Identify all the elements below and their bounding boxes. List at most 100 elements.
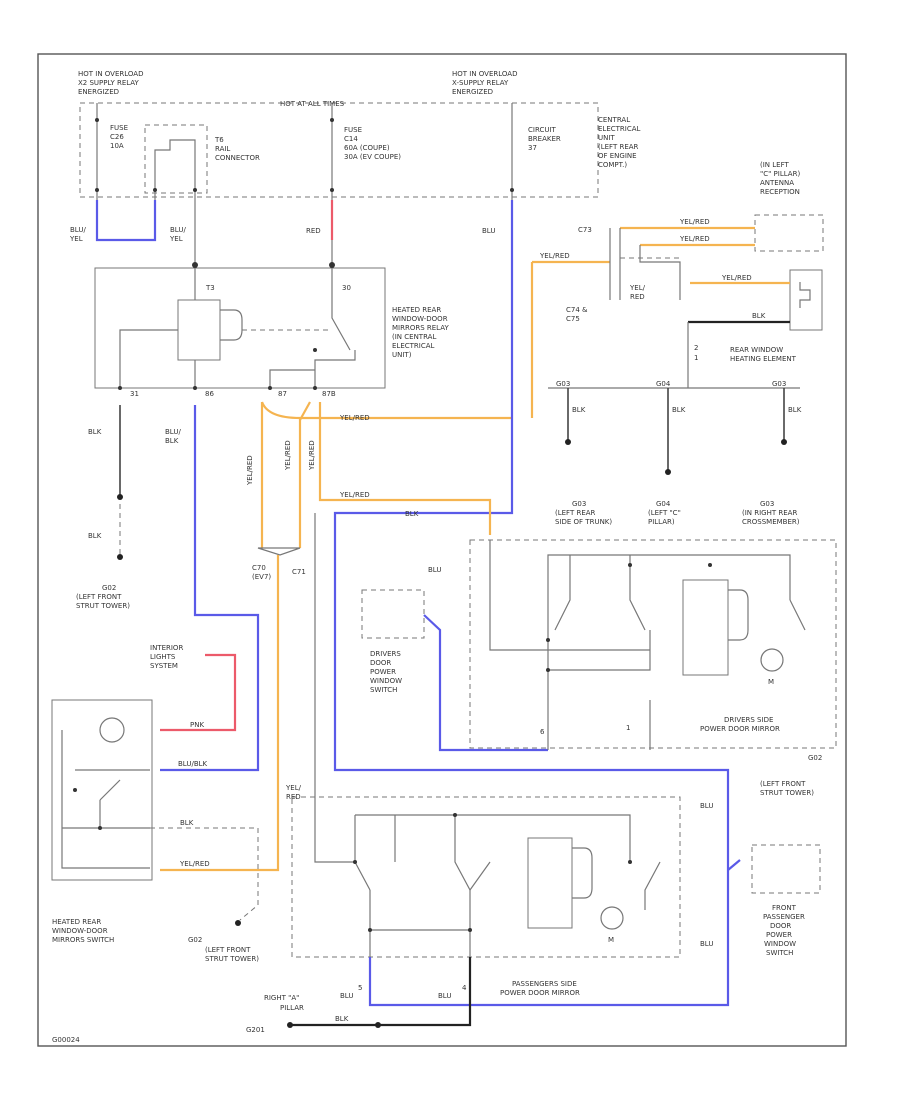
svg-text:ELECTRICAL: ELECTRICAL (598, 125, 641, 133)
svg-text:G03: G03 (572, 500, 586, 508)
svg-text:WINDOW: WINDOW (764, 940, 796, 948)
wire-blu-right: BLU BLU (700, 802, 713, 948)
svg-text:G02: G02 (188, 936, 202, 944)
wire-blk-vertical-labels: BLK BLK BLK (572, 406, 802, 414)
svg-text:CROSSMEMBER): CROSSMEMBER) (742, 518, 800, 526)
svg-text:BLU: BLU (700, 940, 713, 948)
svg-text:BLU/: BLU/ (165, 428, 181, 436)
svg-text:FRONT: FRONT (772, 904, 797, 912)
svg-text:YEL/: YEL/ (285, 784, 302, 792)
svg-text:BLK: BLK (788, 406, 802, 414)
motor-m-1: M (768, 678, 774, 686)
g201-label: G201 (246, 1026, 265, 1034)
svg-text:POWER: POWER (766, 931, 792, 939)
wire-yel-red-3: YEL/RED (721, 274, 752, 282)
svg-text:G03: G03 (772, 380, 786, 388)
wire-blu-yel-2: BLU/ YEL (169, 226, 186, 243)
svg-text:C75: C75 (566, 315, 580, 323)
svg-text:30A (EV COUPE): 30A (EV COUPE) (344, 153, 401, 161)
front-pass-switch-box (751, 844, 821, 894)
passenger-mirror-motor-box (527, 837, 573, 929)
relay-pin-30: 30 (342, 284, 351, 292)
svg-text:C14: C14 (344, 135, 358, 143)
svg-text:(LEFT REAR: (LEFT REAR (598, 143, 639, 151)
t6-connector-label: T6 RAIL CONNECTOR (214, 136, 260, 162)
svg-text:POWER DOOR MIRROR: POWER DOOR MIRROR (700, 725, 780, 733)
svg-text:X-SUPPLY RELAY: X-SUPPLY RELAY (452, 79, 509, 87)
hot-all-times-label: HOT AT ALL TIMES (280, 100, 345, 108)
drivers-mirror-motor-box (682, 579, 729, 676)
svg-text:UNIT): UNIT) (392, 351, 412, 359)
svg-text:RAIL: RAIL (215, 145, 230, 153)
hot-overload-left-label: HOT IN OVERLOAD X2 SUPPLY RELAY ENERGIZE… (78, 70, 143, 96)
svg-text:(LEFT "C": (LEFT "C" (648, 509, 681, 517)
interior-lights-label: INTERIOR LIGHTS SYSTEM (150, 644, 183, 670)
svg-text:HEATED REAR: HEATED REAR (392, 306, 441, 314)
antenna-box (754, 214, 824, 252)
svg-text:C70: C70 (252, 564, 266, 572)
heated-switch-label: HEATED REAR WINDOW-DOOR MIRRORS SWITCH (52, 918, 114, 944)
svg-text:YEL/RED: YEL/RED (246, 455, 254, 486)
central-unit-label: CENTRAL ELECTRICAL UNIT (LEFT REAR OF EN… (598, 116, 641, 169)
wire-yel-red-7: YEL/RED (179, 860, 210, 868)
wire-pnk: PNK (190, 721, 204, 729)
svg-text:WINDOW-DOOR: WINDOW-DOOR (52, 927, 108, 935)
svg-text:BLK: BLK (572, 406, 586, 414)
svg-text:CIRCUIT: CIRCUIT (528, 126, 557, 134)
svg-text:YEL/RED: YEL/RED (308, 440, 316, 471)
drivers-mirror-label: DRIVERS SIDE POWER DOOR MIRROR (700, 716, 780, 733)
svg-text:HEATED REAR: HEATED REAR (52, 918, 101, 926)
svg-text:UNIT: UNIT (598, 134, 615, 142)
svg-text:G04: G04 (656, 380, 671, 388)
svg-text:YEL/RED: YEL/RED (284, 440, 292, 471)
svg-text:PILLAR): PILLAR) (648, 518, 675, 526)
fuse-c26-label: FUSE C26 10A (110, 124, 128, 150)
relay-pin-87b: 87B (322, 390, 336, 398)
svg-text:RECEPTION: RECEPTION (760, 188, 800, 196)
svg-text:(IN LEFT: (IN LEFT (760, 161, 789, 169)
wire-blu-top-label: BLU (482, 227, 495, 235)
svg-text:60A (COUPE): 60A (COUPE) (344, 144, 390, 152)
svg-text:G02: G02 (808, 754, 822, 762)
svg-text:HEATING ELEMENT: HEATING ELEMENT (730, 355, 797, 363)
wire-yel-red-1: YEL/RED (679, 218, 710, 226)
svg-text:SYSTEM: SYSTEM (150, 662, 178, 670)
svg-text:MIRRORS SWITCH: MIRRORS SWITCH (52, 936, 114, 944)
svg-text:HOT IN OVERLOAD: HOT IN OVERLOAD (78, 70, 143, 78)
pin-2: 2 (694, 344, 698, 352)
svg-text:FUSE: FUSE (110, 124, 128, 132)
conn-c70: C70 (EV7) (252, 564, 271, 581)
pin-number-labels: 5 4 6 1 (358, 724, 630, 992)
svg-text:(LEFT REAR: (LEFT REAR (555, 509, 596, 517)
wire-blu: BLU (428, 566, 441, 574)
svg-text:RED: RED (630, 293, 645, 301)
svg-text:(LEFT FRONT: (LEFT FRONT (76, 593, 122, 601)
svg-text:LIGHTS: LIGHTS (150, 653, 176, 661)
svg-text:YEL: YEL (169, 235, 183, 243)
svg-text:(IN CENTRAL: (IN CENTRAL (392, 333, 436, 341)
svg-text:OF ENGINE: OF ENGINE (598, 152, 637, 160)
relay-box (94, 267, 386, 389)
svg-text:PASSENGER: PASSENGER (763, 913, 805, 921)
wire-yel-red-vertical: YEL/RED YEL/RED YEL/RED (246, 440, 316, 486)
svg-text:DRIVERS: DRIVERS (370, 650, 401, 658)
svg-text:T6: T6 (214, 136, 224, 144)
hot-overload-right-label: HOT IN OVERLOAD X-SUPPLY RELAY ENERGIZED (452, 70, 517, 96)
fuse-c14-label: FUSE C14 60A (COUPE) 30A (EV COUPE) (344, 126, 401, 161)
grounds-top-labels: G03 G04 G03 (556, 380, 786, 388)
svg-text:BLU/: BLU/ (70, 226, 86, 234)
wire-blu-blk-2: BLU/BLK (178, 760, 208, 768)
passenger-mirror-outline (291, 796, 681, 958)
svg-text:(LEFT FRONT: (LEFT FRONT (760, 780, 806, 788)
front-pass-switch-label: FRONT PASSENGER DOOR POWER WINDOW SWITCH (763, 904, 805, 957)
svg-text:X2 SUPPLY RELAY: X2 SUPPLY RELAY (78, 79, 140, 87)
pin-1: 1 (694, 354, 698, 362)
svg-text:STRUT TOWER): STRUT TOWER) (760, 789, 814, 797)
svg-text:DRIVERS SIDE: DRIVERS SIDE (724, 716, 773, 724)
wire-blu-bottom: BLU BLU (340, 992, 451, 1000)
svg-text:PILLAR: PILLAR (280, 1004, 304, 1012)
g02b-label: G02 (LEFT FRONT STRUT TOWER) (760, 754, 822, 797)
svg-text:BLK: BLK (672, 406, 686, 414)
svg-text:ENERGIZED: ENERGIZED (452, 88, 493, 96)
